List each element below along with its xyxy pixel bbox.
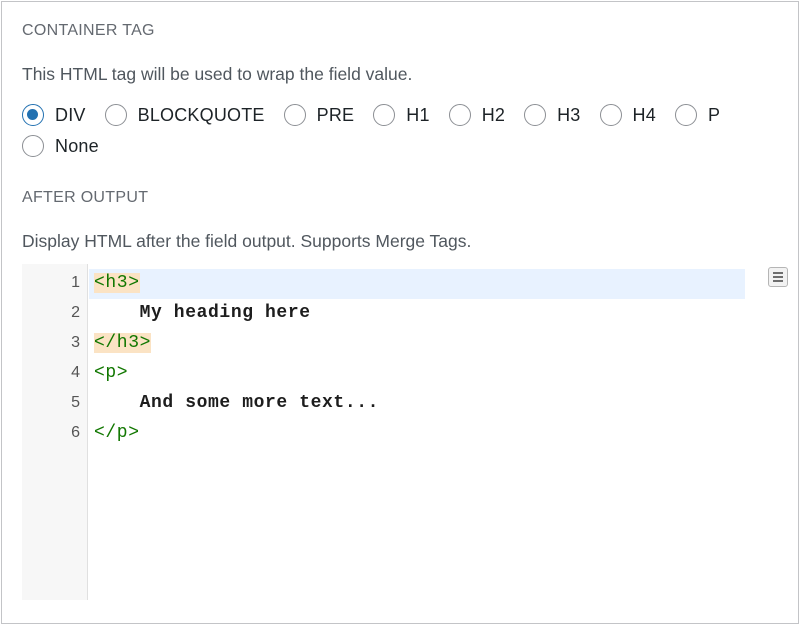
radio-label-h3: H3 — [557, 104, 581, 125]
code-line[interactable]: 6 </p> — [22, 419, 779, 449]
container-tag-options-row-2: None — [22, 132, 118, 160]
radio-label-h1: H1 — [406, 104, 430, 125]
radio-button-p[interactable] — [674, 104, 697, 126]
after-output-description: Display HTML after the field output. Sup… — [22, 231, 472, 251]
container-tag-description: This HTML tag will be used to wrap the f… — [22, 64, 413, 84]
line-code[interactable]: <h3> — [94, 273, 140, 293]
radio-option-none[interactable]: None — [22, 135, 99, 157]
radio-label-div: DIV — [55, 104, 86, 125]
line-number: 5 — [71, 394, 80, 411]
code-line[interactable]: 1 <h3> — [22, 269, 779, 299]
radio-option-h2[interactable]: H2 — [448, 104, 506, 126]
container-tag-title: CONTAINER TAG — [22, 22, 155, 39]
radio-option-pre[interactable]: PRE — [283, 104, 355, 126]
radio-option-p[interactable]: P — [674, 104, 721, 126]
line-number: 1 — [71, 274, 80, 291]
radio-label-none: None — [55, 135, 99, 156]
radio-button-div[interactable] — [22, 104, 44, 126]
container-tag-options-row-1: DIV BLOCKQUOTE PRE H1 H2 H3 H4 P — [22, 101, 739, 129]
radio-option-h4[interactable]: H4 — [599, 104, 656, 126]
radio-label-h2: H2 — [481, 104, 506, 125]
radio-option-h1[interactable]: H1 — [373, 104, 429, 126]
code-line[interactable]: 3 </h3> — [22, 329, 779, 359]
fullscreen-icon[interactable] — [768, 267, 788, 287]
radio-label-pre: PRE — [316, 104, 355, 125]
radio-option-div[interactable]: DIV — [22, 104, 86, 126]
radio-button-h3[interactable] — [524, 104, 547, 126]
radio-button-blockquote[interactable] — [104, 104, 127, 126]
radio-button-h1[interactable] — [373, 104, 396, 126]
radio-label-blockquote: BLOCKQUOTE — [137, 104, 265, 125]
code-editor[interactable]: 1 <h3> 2 My heading here 3 </h3> 4 <p> 5… — [22, 264, 779, 600]
tag-match-highlight: <h3> — [94, 273, 140, 293]
radio-label-h4: H4 — [632, 104, 656, 125]
line-code[interactable]: My heading here — [94, 303, 311, 323]
line-number: 6 — [71, 424, 80, 441]
code-line[interactable]: 2 My heading here — [22, 299, 779, 329]
editor-gutter — [22, 264, 88, 600]
fullscreen-icon-bar — [773, 280, 783, 282]
radio-option-h3[interactable]: H3 — [524, 104, 580, 126]
after-output-title: AFTER OUTPUT — [22, 189, 149, 206]
radio-button-pre[interactable] — [283, 104, 306, 126]
line-number: 4 — [71, 364, 80, 381]
fullscreen-icon-bar — [773, 272, 783, 274]
fullscreen-icon-bar — [773, 276, 783, 278]
radio-button-h2[interactable] — [448, 104, 471, 126]
tag-match-highlight: </h3> — [94, 333, 152, 353]
radio-label-p: P — [707, 104, 721, 125]
line-code[interactable]: </p> — [94, 423, 140, 443]
line-number: 3 — [71, 334, 80, 351]
radio-button-none[interactable] — [22, 135, 44, 157]
line-code[interactable]: And some more text... — [94, 393, 380, 413]
radio-option-blockquote[interactable]: BLOCKQUOTE — [104, 104, 265, 126]
active-line-highlight — [89, 269, 745, 299]
line-code[interactable]: </h3> — [94, 333, 152, 353]
code-line[interactable]: 5 And some more text... — [22, 389, 779, 419]
line-number: 2 — [71, 304, 80, 321]
radio-button-h4[interactable] — [599, 104, 622, 126]
code-line[interactable]: 4 <p> — [22, 359, 779, 389]
line-code[interactable]: <p> — [94, 363, 129, 383]
